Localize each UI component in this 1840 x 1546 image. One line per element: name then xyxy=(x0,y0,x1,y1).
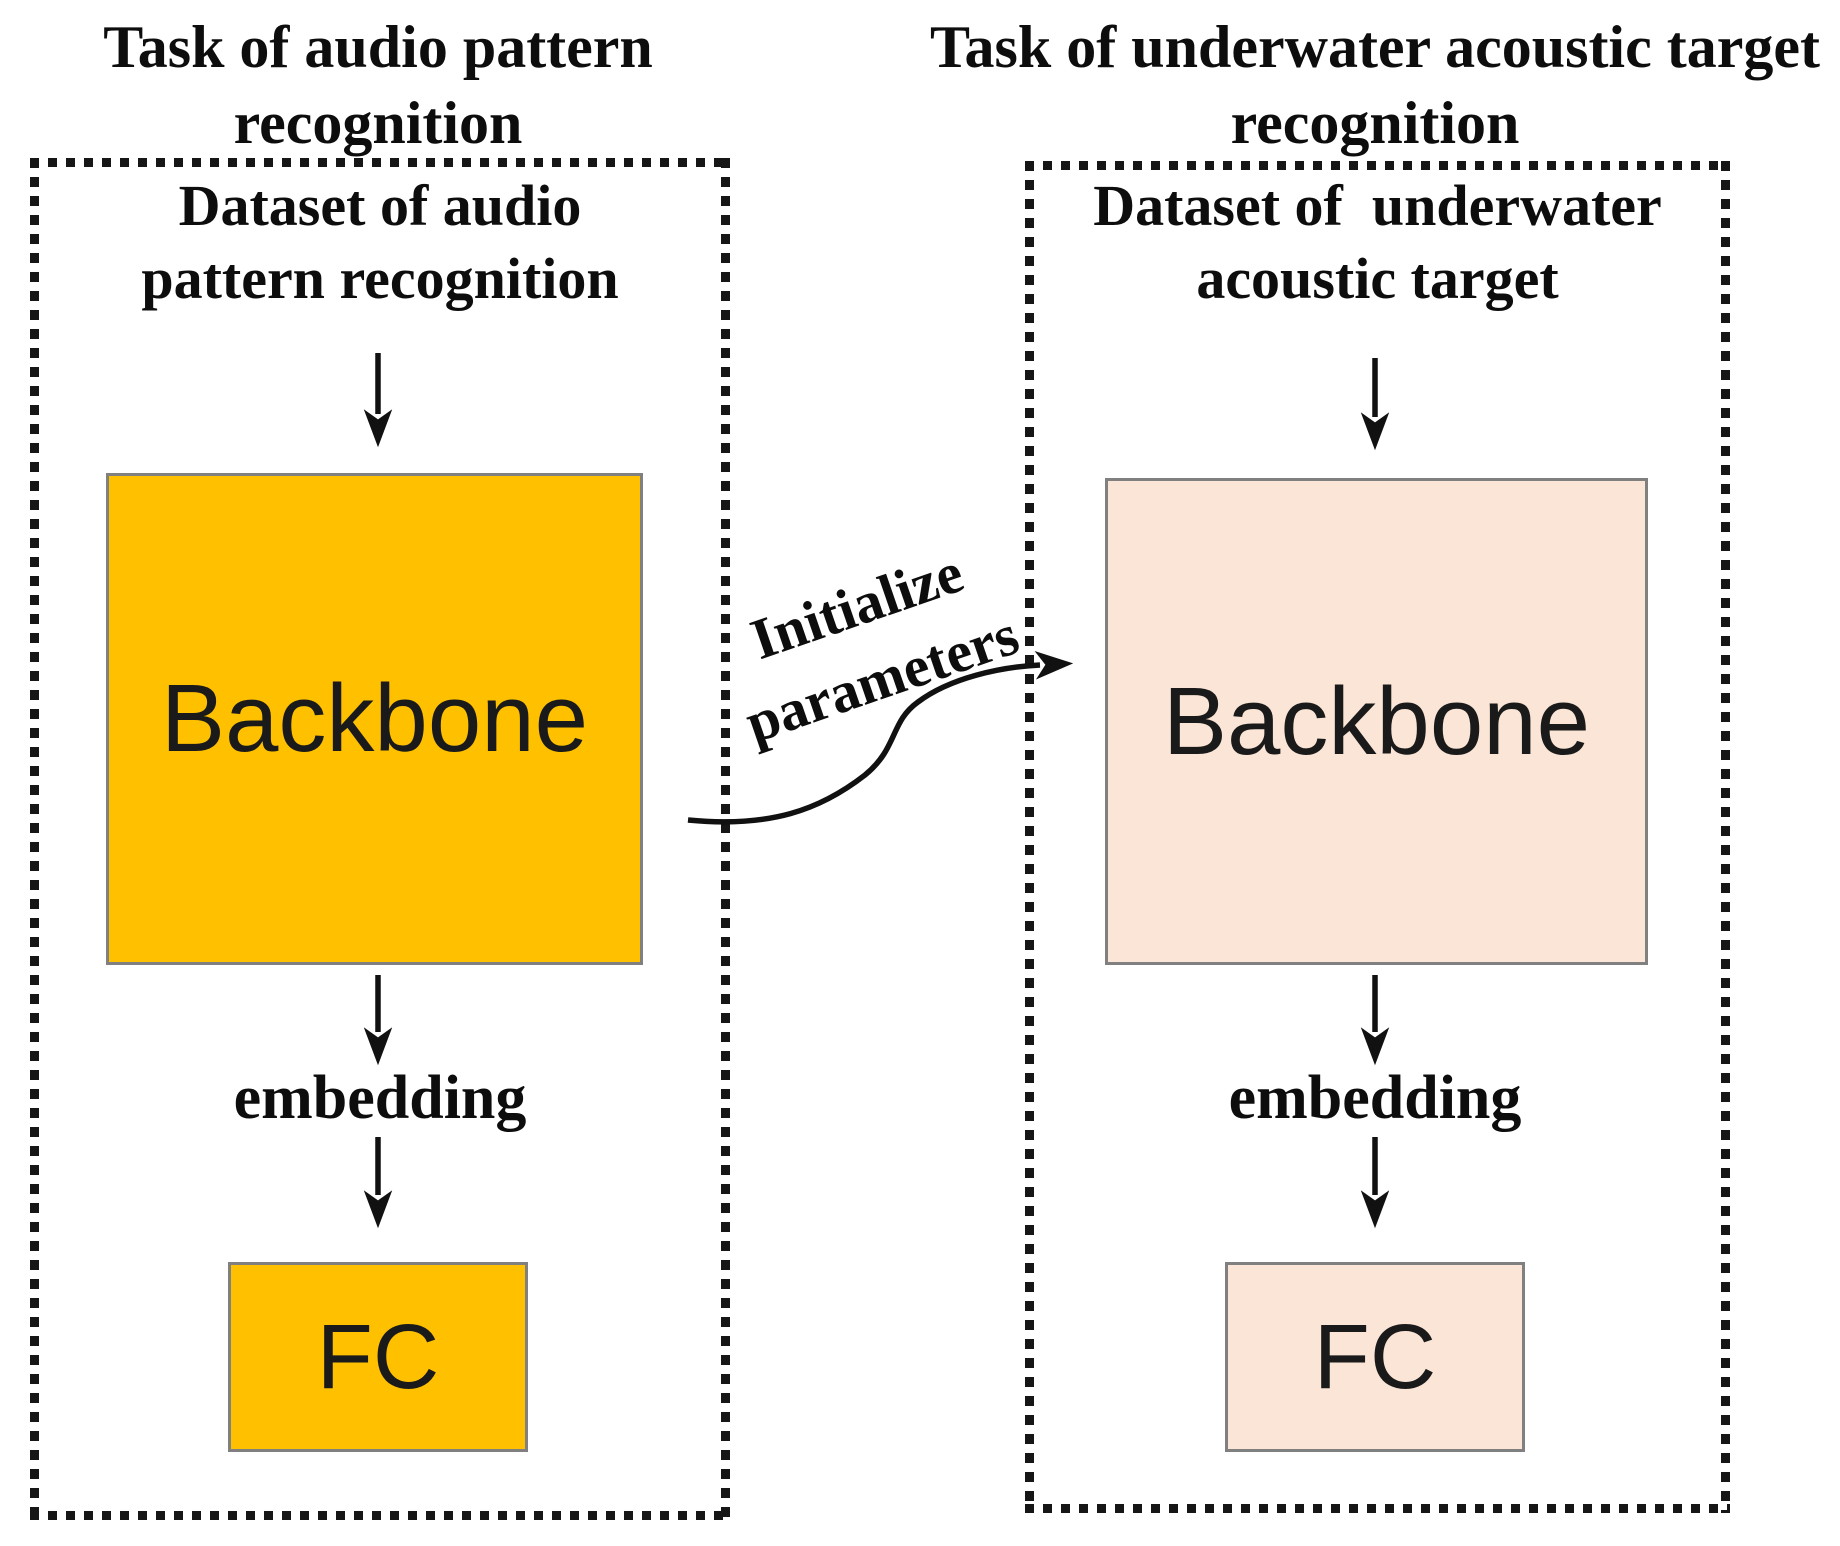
left-fc-label: FC xyxy=(316,1305,440,1408)
left-fc-box: FC xyxy=(228,1262,528,1452)
right-dataset-label: Dataset of underwater acoustic target xyxy=(1093,173,1662,311)
dotted-border-segment xyxy=(1025,161,1730,170)
right-backbone-label: Backbone xyxy=(1163,667,1590,775)
right-embedding-label: embedding xyxy=(1228,1064,1522,1132)
dotted-border-segment xyxy=(1721,161,1730,1513)
dotted-border-segment xyxy=(1025,161,1034,1513)
left-dataset-label: Dataset of audio pattern recognition xyxy=(141,173,619,311)
right-backbone-box: Backbone xyxy=(1105,478,1648,965)
dotted-border-segment xyxy=(30,1511,730,1520)
right-fc-box: FC xyxy=(1225,1262,1525,1452)
right-task-boundary xyxy=(1025,161,1730,1513)
right-task-title: Task of underwater acoustic target recog… xyxy=(930,14,1820,156)
left-embedding-label: embedding xyxy=(233,1064,527,1132)
left-task-title: Task of audio pattern recognition xyxy=(103,14,653,156)
right-fc-label: FC xyxy=(1313,1305,1437,1408)
dotted-border-segment xyxy=(1025,1504,1730,1513)
left-backbone-label: Backbone xyxy=(161,665,588,772)
left-backbone-box: Backbone xyxy=(106,473,643,965)
dotted-border-segment xyxy=(30,158,730,167)
left-task-boundary xyxy=(30,158,730,1520)
dotted-border-segment xyxy=(30,158,39,1520)
dotted-border-segment xyxy=(721,158,730,1520)
